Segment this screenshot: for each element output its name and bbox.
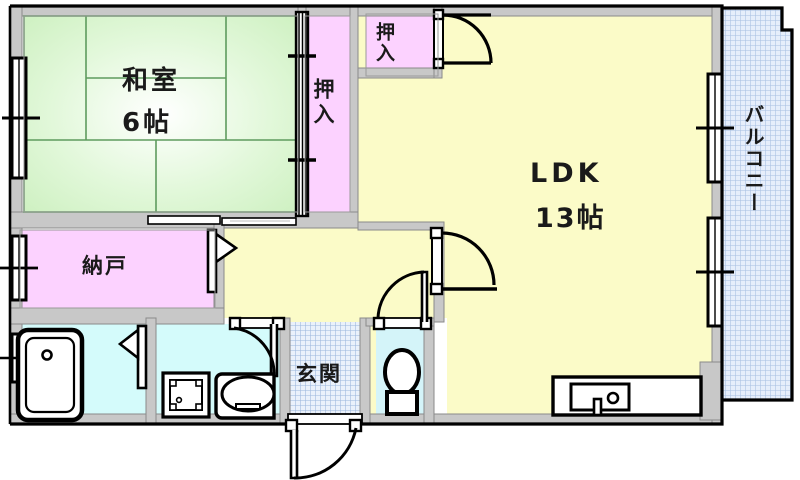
balcony-floor	[722, 8, 792, 400]
oshiire-ldk-floor	[366, 14, 438, 76]
room-label-ldk: LDK	[530, 158, 603, 189]
kitchen-sink-fixture	[551, 375, 703, 417]
wall-oshiire-east	[349, 5, 359, 229]
building-outline-inner	[8, 4, 722, 426]
washbasin-fixture	[214, 372, 276, 420]
room-size-ldk: 13帖	[535, 203, 606, 234]
wall-genkan-east	[359, 317, 371, 425]
fixtures	[15, 327, 703, 423]
ldk-floor	[357, 14, 720, 420]
bathtub-fixture	[15, 327, 85, 423]
closet-label-washitsu: 押入	[311, 78, 336, 128]
wall-toilet-east	[423, 317, 435, 425]
wall-hall-north	[357, 221, 445, 231]
nando-floor	[20, 230, 215, 308]
washer-space-fixture	[161, 371, 211, 419]
window-nando-west	[0, 234, 38, 302]
door-bath	[117, 324, 148, 390]
washitsu-floor	[24, 16, 298, 212]
oshiire-washitsu-floor	[305, 16, 350, 212]
balcony-label: バルコニー	[741, 104, 765, 214]
toilet-fixture	[383, 348, 421, 416]
fusuma-washitsu-south	[147, 215, 297, 226]
room-borders	[19, 13, 439, 309]
door-toilet	[372, 270, 433, 331]
door-entrance	[284, 413, 363, 480]
room-label-genkan: 玄関	[296, 362, 342, 386]
wall-nando-south	[9, 307, 225, 325]
genkan-floor	[288, 322, 362, 422]
room-size-washitsu: 6帖	[122, 108, 173, 138]
window-balcony-upper	[696, 72, 734, 184]
room-label-nando: 納戸	[82, 254, 128, 278]
closet-label-ldk: 押入	[372, 22, 395, 64]
door-ldk-hall	[429, 226, 497, 296]
window-washitsu-west	[2, 56, 40, 180]
room-label-washitsu: 和室	[122, 66, 181, 96]
wall-washroom-east	[279, 317, 291, 425]
window-balcony-lower	[696, 216, 734, 328]
wall-kitchen-back	[699, 361, 723, 421]
door-washroom	[228, 316, 286, 378]
wall-bath-east	[145, 317, 157, 425]
